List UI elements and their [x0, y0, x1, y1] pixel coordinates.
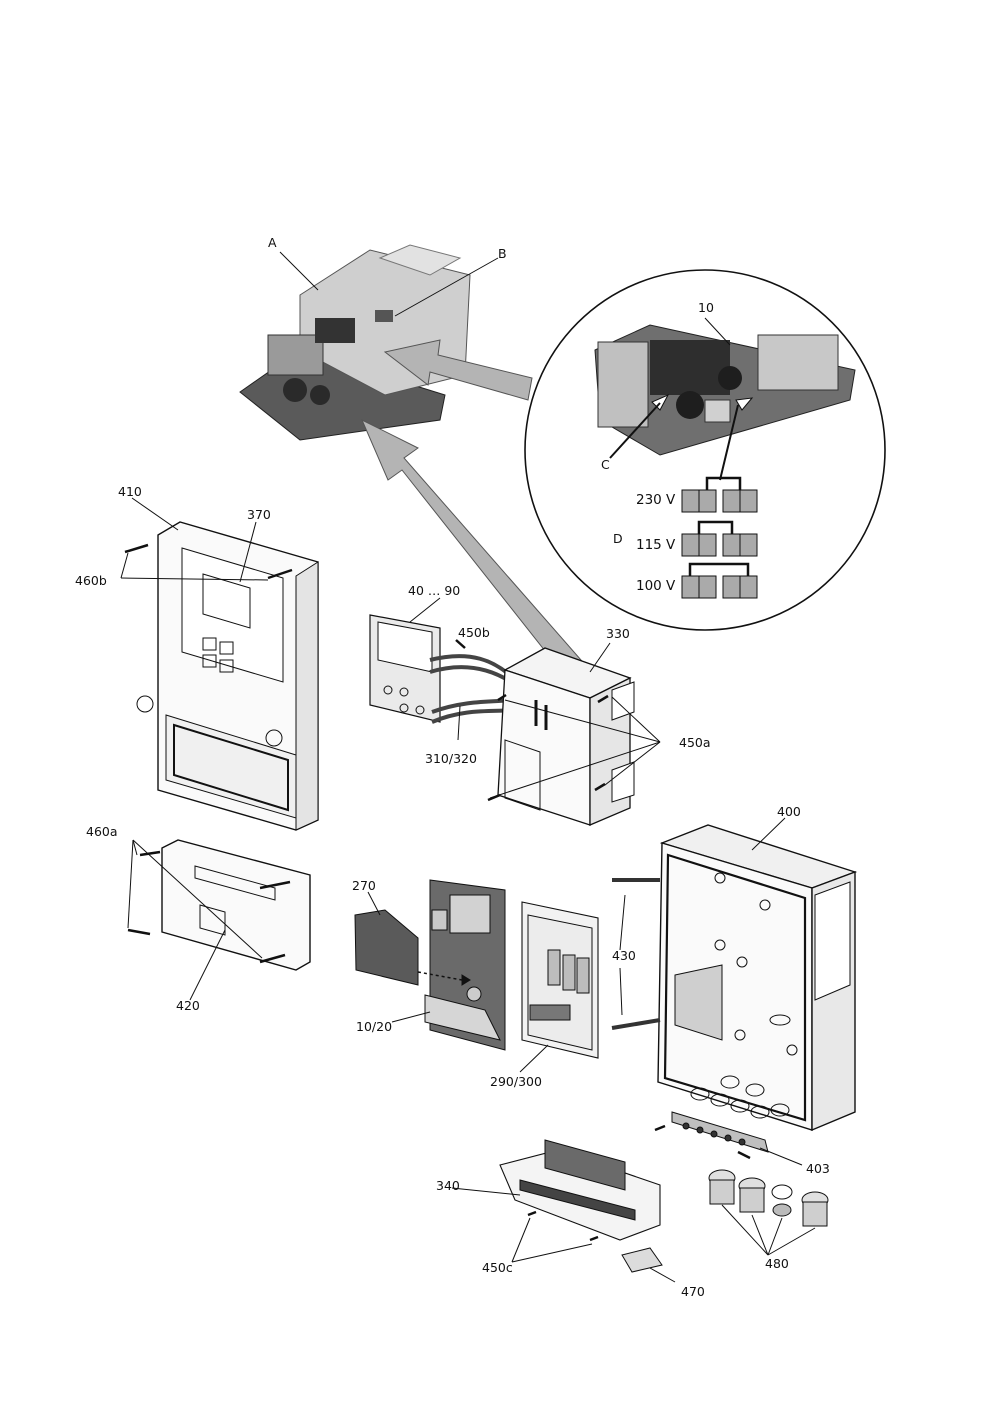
callout-470: 470 — [681, 1284, 705, 1299]
housing-top — [378, 244, 462, 276]
top-module-assembly — [239, 244, 499, 441]
chip — [315, 318, 355, 343]
detail-jumper — [704, 399, 731, 423]
terminal-board-340 — [451, 1139, 661, 1263]
cable-glands-480 — [708, 1169, 829, 1256]
arrow-from-330 — [360, 418, 589, 681]
callout-450b: 450b — [458, 625, 490, 640]
terminal-block-top — [267, 334, 324, 376]
callout-340: 340 — [436, 1178, 460, 1193]
detail-capacitor — [718, 366, 742, 390]
power-board — [354, 879, 506, 1051]
callout-10-20: 10/20 — [356, 1019, 393, 1034]
voltage-100-label: 100 V — [636, 578, 676, 594]
leader-C — [609, 402, 661, 459]
callout-B: B — [498, 246, 507, 261]
capacitor — [310, 385, 330, 405]
relay-board — [519, 901, 599, 1073]
terminal-bar-403 — [654, 1111, 803, 1166]
detail-components — [650, 340, 730, 395]
switch-B — [375, 310, 393, 322]
callout-D: D — [613, 531, 623, 546]
voltage-230-label: 230 V — [636, 492, 676, 508]
callout-450a: 450a — [679, 735, 711, 750]
callout-460b: 460b — [75, 573, 107, 588]
arrow-from-detail — [383, 339, 533, 401]
callout-410: 410 — [118, 484, 142, 499]
callout-310-320: 310/320 — [425, 751, 477, 766]
housing-400 — [611, 817, 858, 1132]
callout-40-90: 40 … 90 — [408, 583, 461, 598]
callout-400: 400 — [777, 804, 801, 819]
detail-terminal-block — [597, 341, 649, 428]
callout-370: 370 — [247, 507, 271, 522]
housing-330 — [487, 642, 661, 826]
callout-420: 420 — [176, 998, 200, 1013]
leader-A — [279, 251, 319, 291]
voltage-115-label: 115 V — [636, 537, 676, 553]
callout-330: 330 — [606, 626, 630, 641]
callout-450c: 450c — [482, 1260, 513, 1275]
callout-290-300: 290/300 — [490, 1074, 542, 1089]
callout-10: 10 — [698, 300, 714, 315]
leader-B — [394, 257, 499, 317]
callout-460a: 460a — [86, 824, 118, 839]
callout-430: 430 — [612, 948, 636, 963]
detail-transformer — [757, 334, 839, 391]
front-cover-410 — [120, 497, 319, 831]
capacitor — [283, 378, 307, 402]
panel-420 — [127, 839, 311, 1001]
callout-A: A — [268, 235, 277, 250]
leader-10 — [704, 317, 731, 346]
display-module — [369, 597, 524, 741]
jumper-115 — [681, 520, 758, 557]
callout-C: C — [601, 457, 610, 472]
callout-480: 480 — [765, 1256, 789, 1271]
jumper-100 — [681, 562, 758, 599]
detail-capacitor — [676, 391, 704, 419]
jumper-230 — [681, 476, 758, 513]
arrow-D-head — [735, 397, 754, 411]
callout-270: 270 — [352, 878, 376, 893]
detail-circle — [524, 269, 886, 631]
leader-D — [719, 404, 739, 481]
callout-403: 403 — [806, 1161, 830, 1176]
connector-470 — [621, 1247, 676, 1283]
